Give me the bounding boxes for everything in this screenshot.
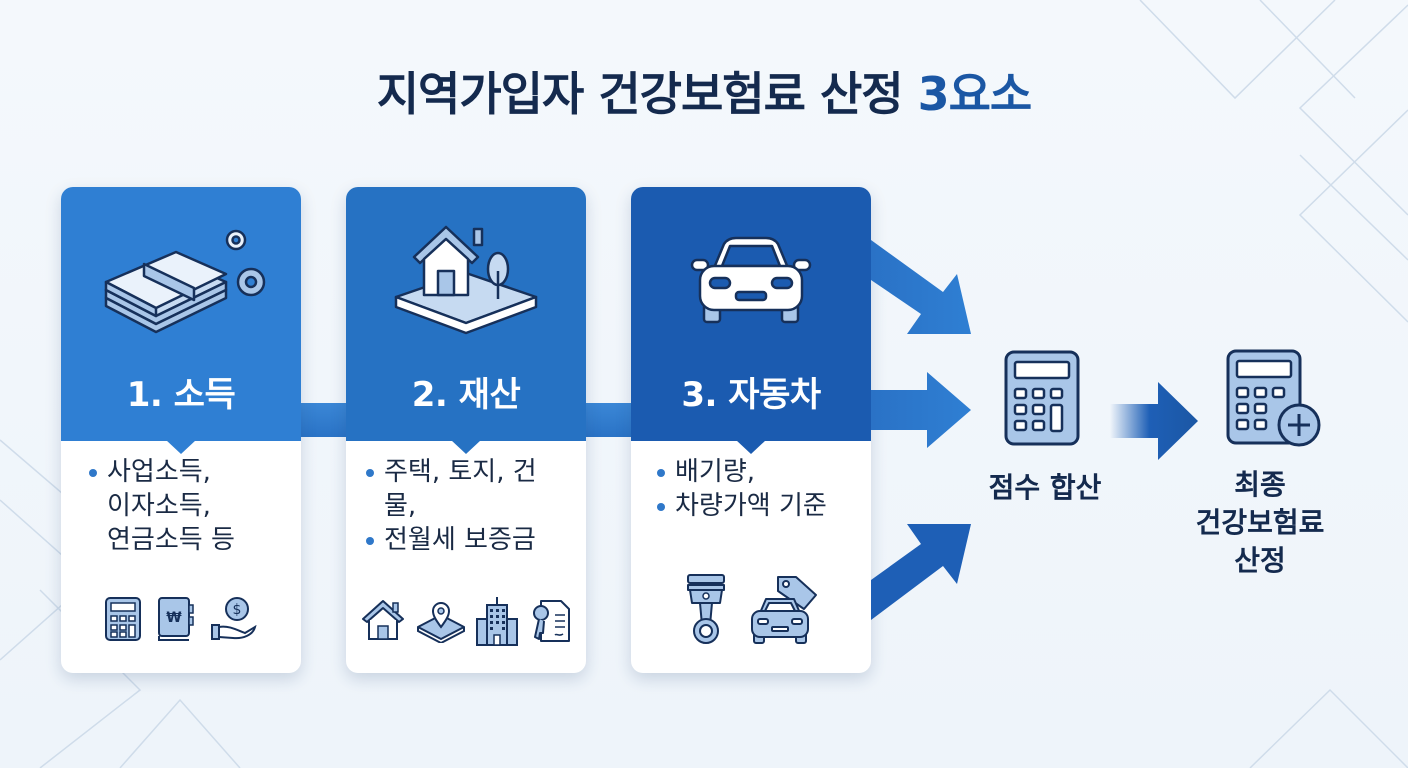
sub-icons: ₩ $: [61, 595, 301, 643]
won-ledger-icon: ₩: [158, 597, 194, 641]
card-vehicle: 3. 자동차 배기량, 차량가액 기준: [631, 187, 871, 673]
bullet-text: 연금소득 등: [107, 525, 235, 555]
card-bullets: 배기량, 차량가액 기준: [631, 455, 871, 523]
card-income: 1. 소득 사업소득, 이자소득, 연금소득 등 ₩ $: [61, 187, 301, 673]
car-price-tag-icon: [751, 576, 817, 644]
calculator-icon: [105, 597, 141, 641]
card-bullets: 주택, 토지, 건물, 전월세 보증금: [346, 455, 586, 557]
card-title: 2. 재산: [411, 375, 521, 415]
bullet-text: 주택, 토지, 건물,: [384, 457, 537, 521]
final-label-line: 산정: [1234, 544, 1286, 577]
sub-icons: [631, 573, 871, 645]
sum-label: 점수 합산: [988, 471, 1102, 504]
card-header: 1. 소득: [61, 187, 301, 454]
bullet-text: 배기량,: [675, 457, 756, 487]
card-header: 2. 재산: [346, 187, 586, 454]
card-title: 1. 소득: [126, 375, 236, 415]
page-title: 지역가입자 건강보험료 산정 3요소: [0, 58, 1408, 124]
sub-icons: [346, 595, 586, 647]
arrow-up-right-icon: [871, 524, 971, 620]
final-label-line: 최종: [1234, 468, 1286, 501]
hand-coin-dollar-icon: $: [211, 597, 257, 640]
bullet-text: 차량가액 기준: [675, 491, 827, 521]
svg-text:$: $: [233, 602, 242, 618]
arrow-right-icon: [1110, 382, 1198, 460]
card-bullets: 사업소득, 이자소득, 연금소득 등: [61, 455, 301, 557]
money-stack-gears-icon: [61, 215, 301, 345]
building-icon: [476, 597, 518, 646]
arrow-down-right-icon: [871, 240, 971, 334]
final-label: 최종 건강보험료 산정: [1180, 466, 1340, 580]
keys-contract-icon: [533, 600, 570, 642]
house-icon: [362, 600, 404, 640]
card-title: 3. 자동차: [681, 375, 821, 415]
engine-piston-icon: [687, 574, 725, 644]
house-land-icon: [346, 215, 586, 345]
card-property: 2. 재산 주택, 토지, 건물, 전월세 보증금: [346, 187, 586, 673]
arrow-right-icon: [871, 372, 971, 448]
land-pin-icon: [417, 602, 465, 643]
title-main: 지역가입자 건강보험료 산정: [376, 67, 904, 121]
card-header: 3. 자동차: [631, 187, 871, 454]
bullet-text: 사업소득,: [107, 457, 211, 487]
calculator-icon: [1004, 350, 1080, 446]
title-accent: 3요소: [917, 67, 1033, 121]
calculator-plus-icon: [1226, 349, 1321, 447]
svg-text:₩: ₩: [166, 610, 182, 626]
car-front-icon: [631, 215, 871, 345]
bullet-text: 전월세 보증금: [384, 525, 536, 555]
final-label-line: 건강보험료: [1195, 506, 1325, 539]
bullet-text: 이자소득,: [107, 491, 211, 521]
flow-arrows: [871, 240, 971, 620]
